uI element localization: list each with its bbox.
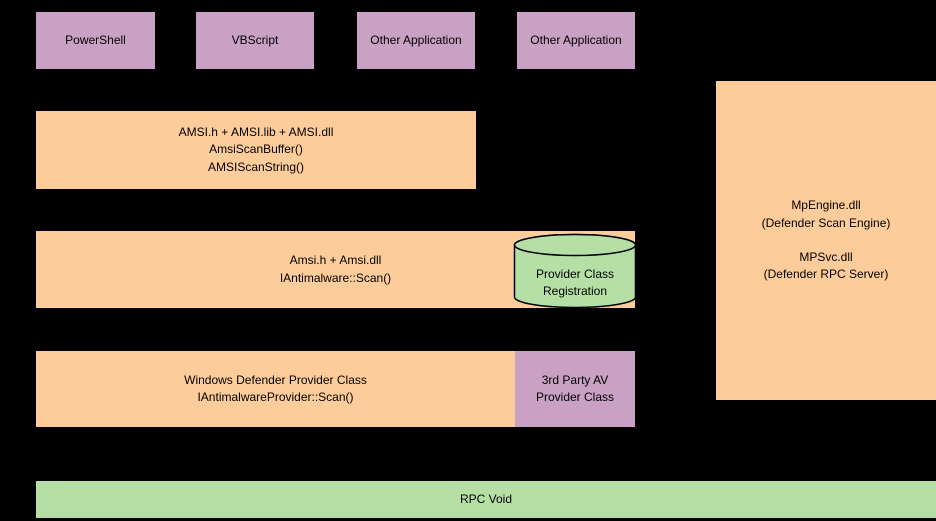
other-application-box-2: Other Application [517, 12, 635, 69]
amsi-com-line2: IAntimalware::Scan() [279, 270, 392, 285]
other-application-label-1: Other Application [370, 32, 462, 47]
engine-line1: MpEngine.dll [791, 198, 861, 213]
engine-line4: (Defender RPC Server) [763, 267, 889, 282]
third-party-av-provider-box: 3rd Party AV Provider Class [515, 351, 635, 427]
powershell-box: PowerShell [36, 12, 155, 69]
provider-registration-cylinder: Provider Class Registration [513, 233, 637, 309]
rpc-void-label: RPC Void [459, 491, 513, 506]
amsi-api-line1: AMSI.h + AMSI.lib + AMSI.dll [178, 124, 334, 139]
provider-registration-label: Provider Class Registration [513, 257, 637, 309]
amsi-api-box: AMSI.h + AMSI.lib + AMSI.dll AmsiScanBuf… [36, 111, 476, 189]
defender-provider-box: Windows Defender Provider Class IAntimal… [36, 351, 515, 427]
third-party-av-provider-label: 3rd Party AV Provider Class [535, 372, 615, 404]
vbscript-box: VBScript [196, 12, 314, 69]
other-application-label-2: Other Application [530, 32, 622, 47]
defender-provider-line1: Windows Defender Provider Class [184, 372, 367, 387]
amsi-com-line1: Amsi.h + Amsi.dll [289, 253, 382, 268]
provider-registration-line1: Provider Class [535, 266, 615, 281]
defender-engine-box: MpEngine.dll (Defender Scan Engine) MPSv… [716, 81, 936, 400]
engine-line3: MPSvc.dll [799, 250, 853, 264]
defender-provider-line2: IAntimalwareProvider::Scan() [197, 390, 354, 404]
database-cylinder-icon [513, 233, 637, 309]
rpc-void-bar: RPC Void [36, 481, 936, 518]
amsi-api-line3: AMSIScanString() [207, 159, 305, 174]
powershell-label: PowerShell [65, 32, 126, 47]
amsi-api-line2: AmsiScanBuffer() [209, 142, 303, 157]
vbscript-label: VBScript [231, 32, 279, 47]
other-application-box-1: Other Application [357, 12, 475, 69]
provider-registration-line2: Registration [542, 284, 608, 298]
engine-line2: (Defender Scan Engine) [761, 215, 891, 230]
